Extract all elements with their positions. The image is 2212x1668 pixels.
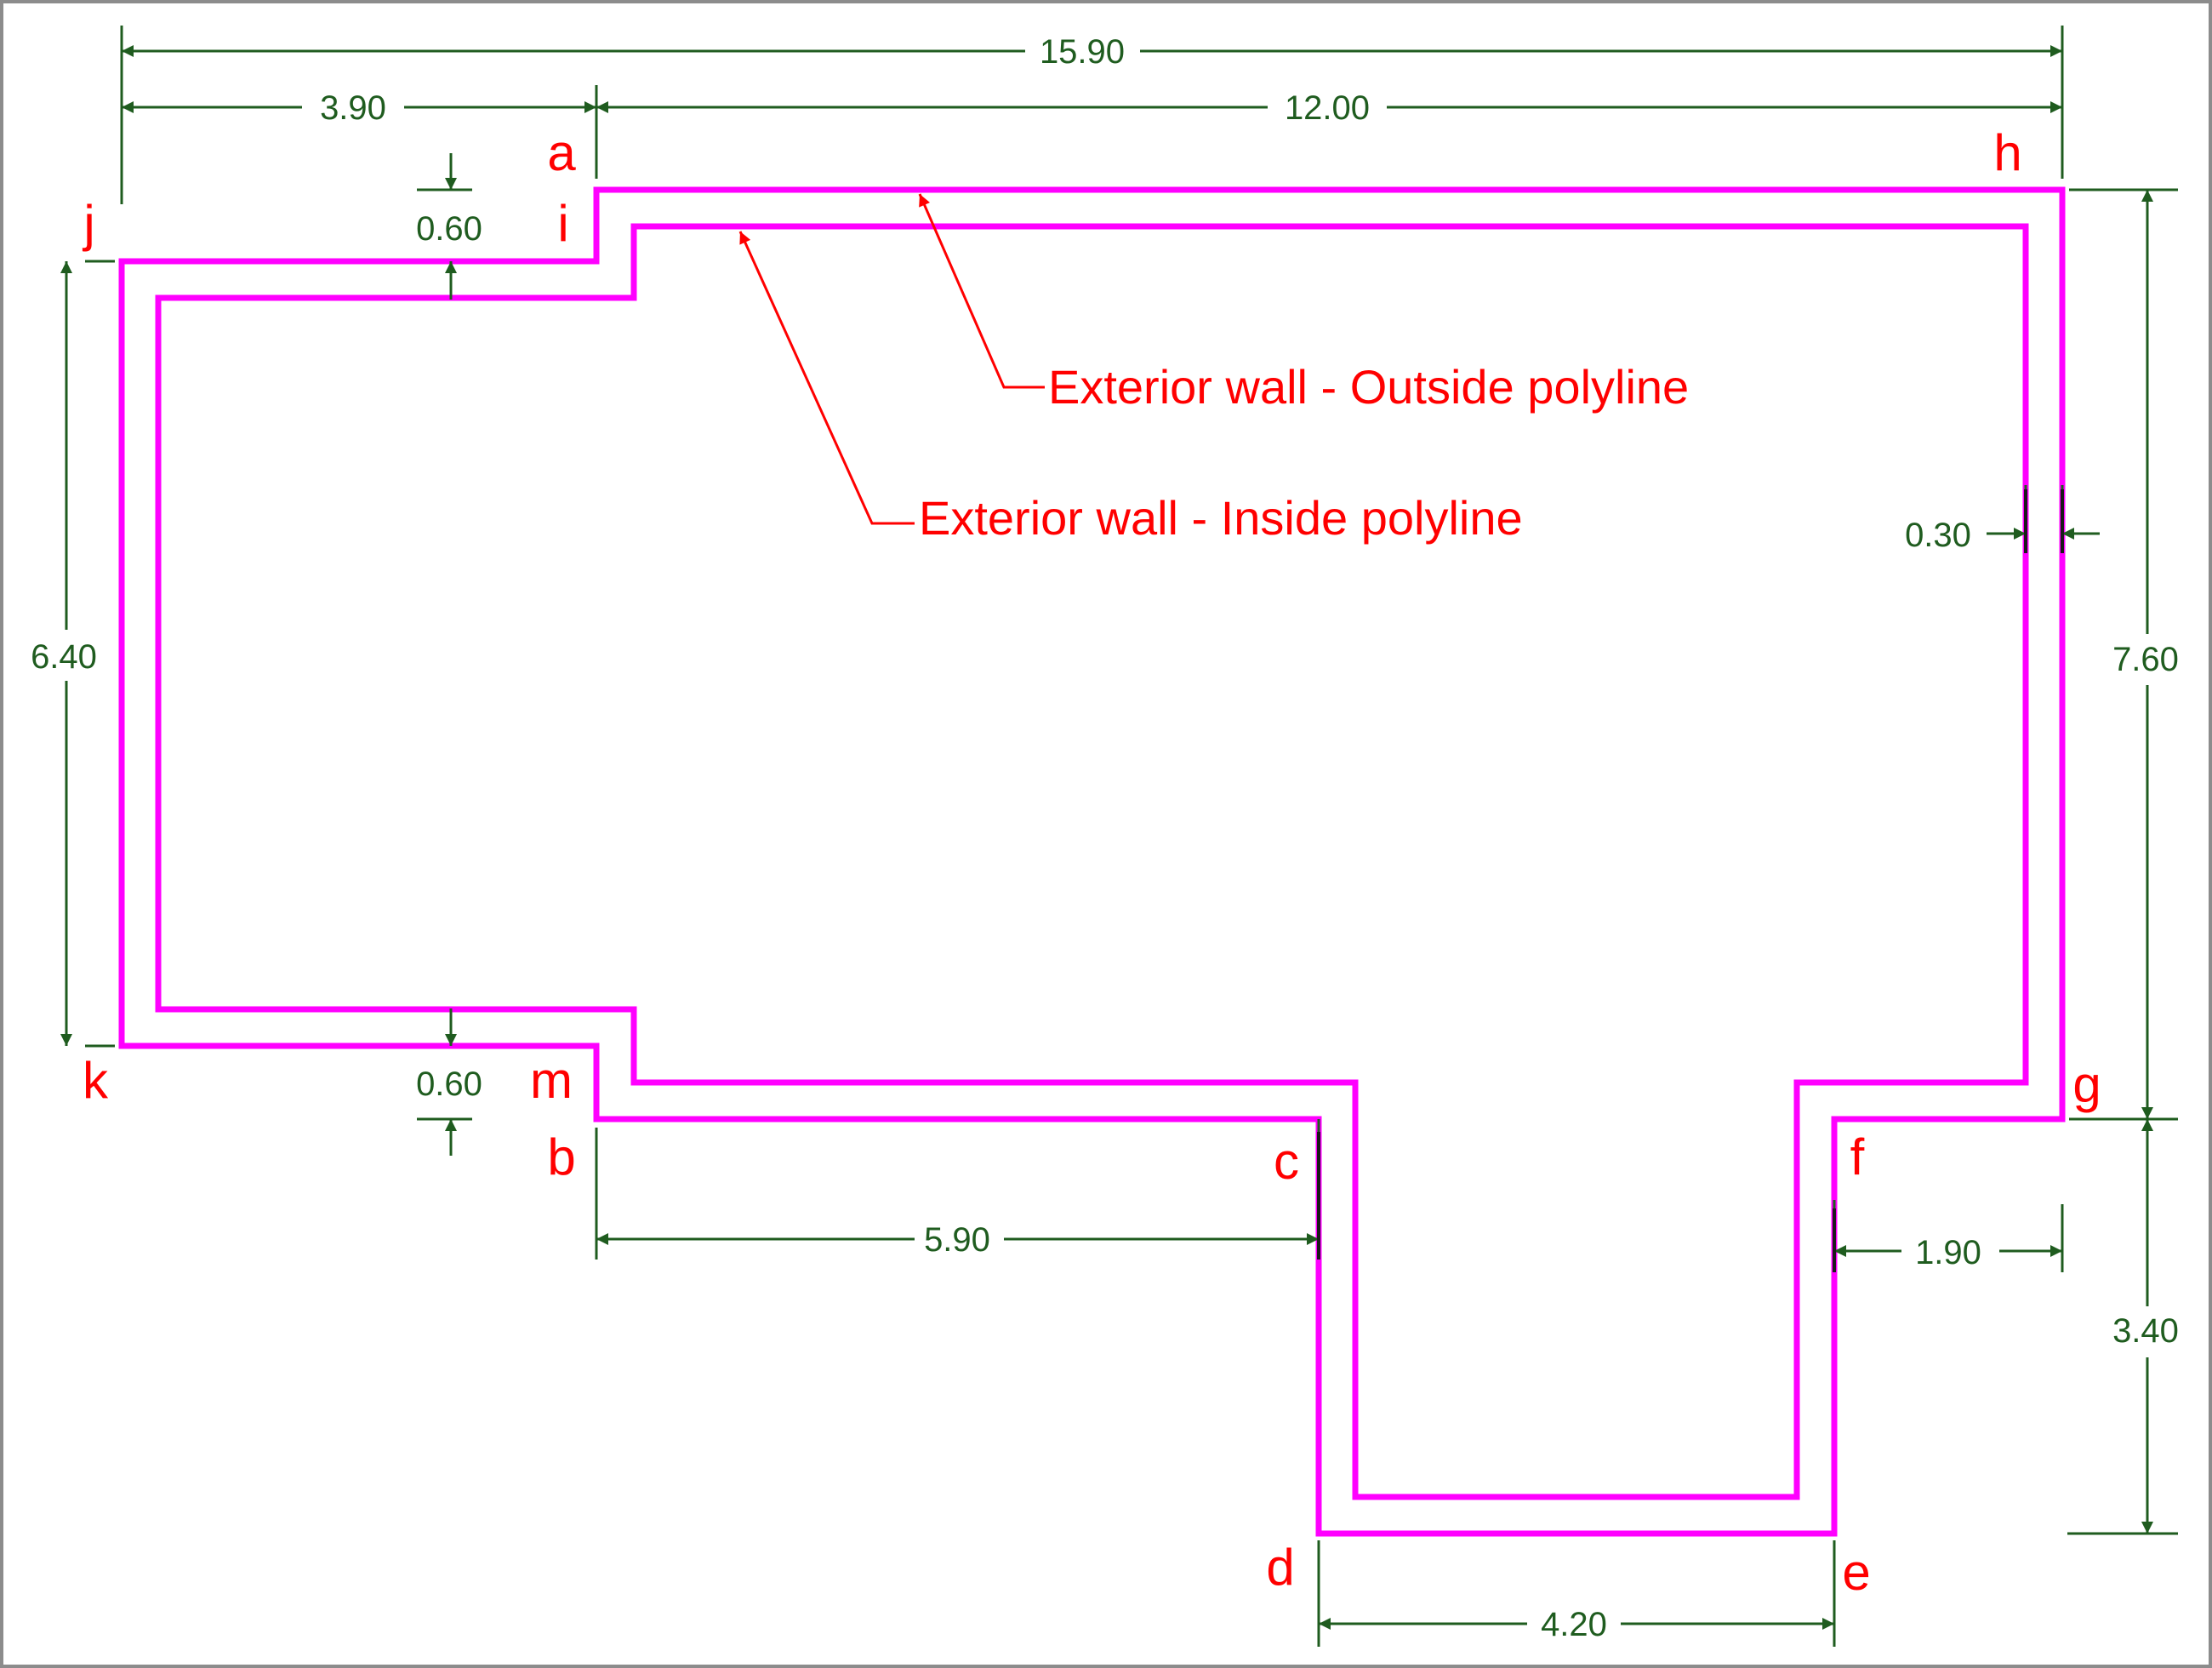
- wall-ticks: [1317, 489, 2064, 1272]
- dim-b-to-c: 5.90: [924, 1221, 990, 1259]
- dim-main-width: 12.00: [1285, 89, 1370, 127]
- dim-right-height: 7.60: [2112, 641, 2179, 678]
- leaders: [738, 193, 1045, 525]
- label-outside-polyline: Exterior wall - Outside polyline: [1048, 360, 1689, 414]
- label-inside-polyline: Exterior wall - Inside polyline: [919, 491, 1523, 545]
- dim-left-wing-height: 6.40: [31, 638, 97, 676]
- point-label-e: e: [1842, 1544, 1870, 1601]
- dim-projection-height: 3.40: [2112, 1312, 2179, 1350]
- dimensions: [60, 26, 2178, 1647]
- point-label-h: h: [1993, 124, 2021, 181]
- dim-overall-width: 15.90: [1040, 33, 1125, 71]
- point-label-i: i: [557, 195, 568, 252]
- dim-left-offset: 3.90: [320, 89, 386, 127]
- dim-d-to-e: 4.20: [1541, 1606, 1607, 1643]
- inside-polyline: [155, 223, 2029, 1500]
- point-label-j: j: [82, 195, 94, 252]
- point-label-a: a: [547, 124, 576, 181]
- point-label-g: g: [2072, 1056, 2101, 1113]
- leader-outside: [918, 193, 1045, 389]
- point-label-c: c: [1274, 1133, 1299, 1190]
- point-label-b: b: [547, 1128, 575, 1185]
- dim-top-step: 0.60: [416, 210, 482, 248]
- leader-inside: [738, 231, 915, 525]
- point-label-k: k: [83, 1052, 109, 1109]
- point-label-d: d: [1266, 1539, 1294, 1596]
- point-label-f: f: [1850, 1128, 1865, 1185]
- dim-f-to-g: 1.90: [1915, 1234, 1981, 1271]
- dim-wall-thickness: 0.30: [1905, 517, 1971, 554]
- dim-bottom-step: 0.60: [416, 1065, 482, 1103]
- point-label-m: m: [530, 1052, 573, 1109]
